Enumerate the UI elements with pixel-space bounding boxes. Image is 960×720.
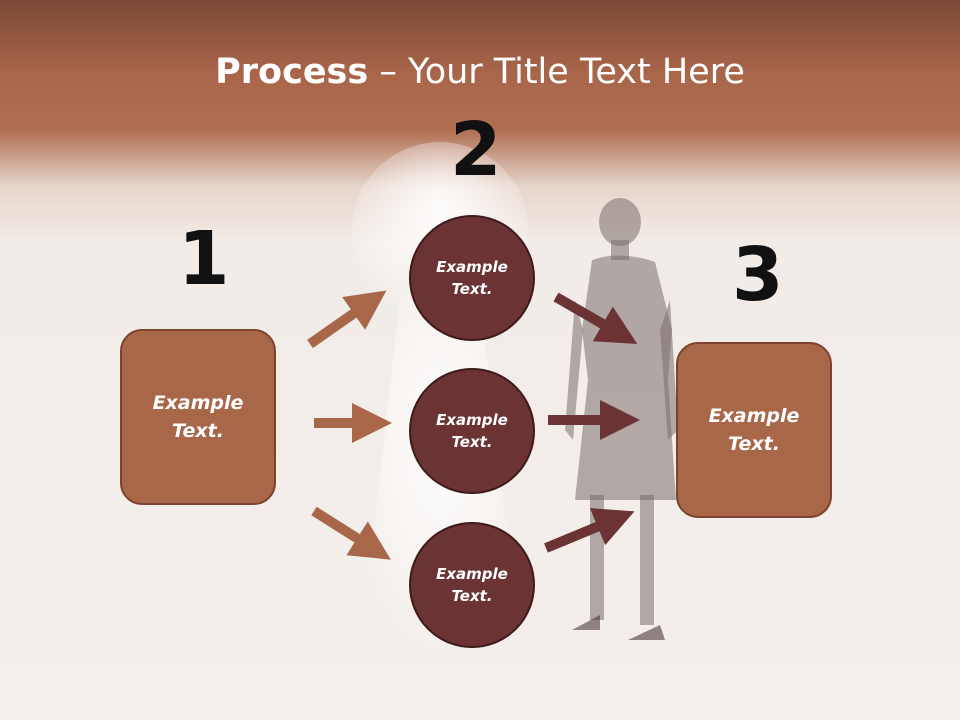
- slide-title: Process – Your Title Text Here: [0, 52, 960, 92]
- step-3-text: Example Text.: [708, 404, 800, 456]
- arrow-top-to-3: [553, 292, 638, 345]
- circle-middle-text: Example Text.: [436, 410, 508, 452]
- arrow-1-to-bottom: [311, 506, 391, 560]
- step-number-2: 2: [450, 107, 502, 193]
- step-2-circle-middle[interactable]: Example Text.: [409, 368, 535, 494]
- step-1-text: Example Text.: [152, 391, 244, 443]
- arrow-1-to-top: [307, 290, 387, 349]
- step-3-box[interactable]: Example Text.: [676, 342, 832, 518]
- circle-bottom-text: Example Text.: [436, 564, 508, 606]
- circle-top-text: Example Text.: [436, 257, 508, 299]
- step-number-3: 3: [732, 232, 784, 318]
- title-bold: Process: [215, 52, 369, 92]
- step-2-circle-top[interactable]: Example Text.: [409, 215, 535, 341]
- title-rest: – Your Title Text Here: [368, 52, 745, 92]
- step-2-circle-bottom[interactable]: Example Text.: [409, 522, 535, 648]
- step-number-1: 1: [178, 216, 230, 302]
- step-1-box[interactable]: Example Text.: [120, 329, 276, 505]
- arrow-bottom-to-3: [544, 508, 635, 553]
